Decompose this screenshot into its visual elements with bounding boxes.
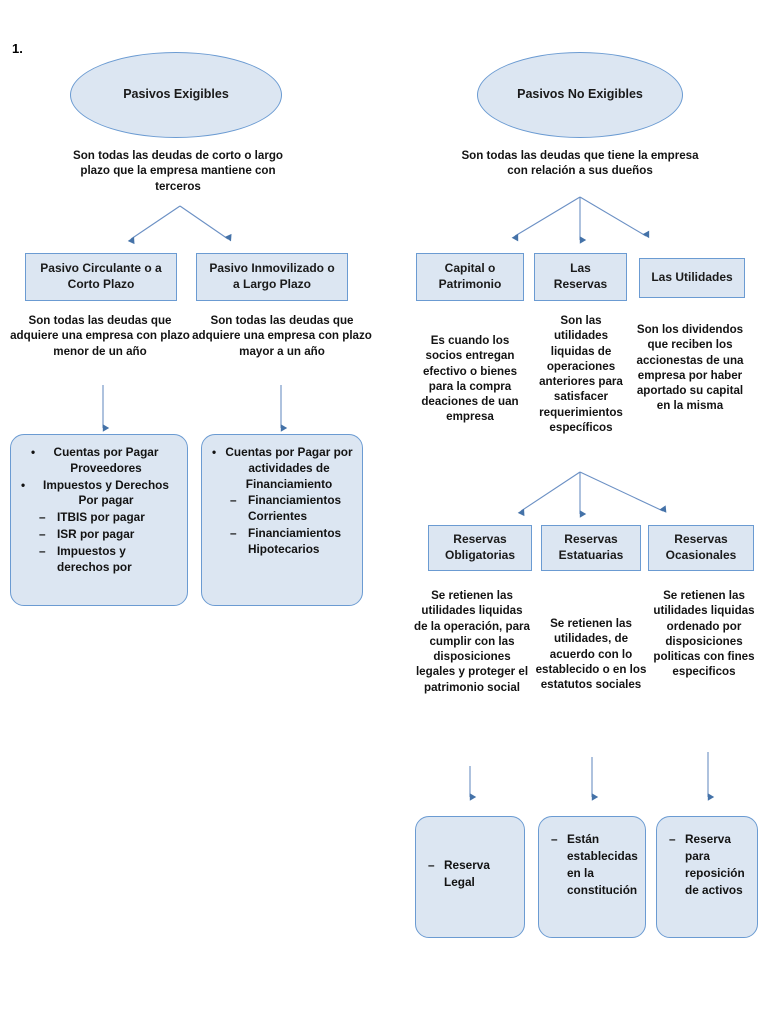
list-item: Impuestos y derechos por [19,544,179,576]
list-item: Reserva [665,831,749,848]
arrow-reservas-to-obligatorias [517,471,581,517]
node-reservas-obligatorias-label: Reservas Obligatorias [444,532,515,562]
caption-reservas-obligatorias: Se retienen las utilidades liquidas de l… [414,589,530,694]
node-pasivo-inmovilizado[interactable]: Pasivo Inmovilizado o a Largo Plazo [196,253,348,301]
outcome-box-establecidas-constitucion[interactable]: Están establecidas en la constitución [538,816,646,938]
list-item: para reposición de activos [685,849,745,898]
list-item: Legal [444,875,475,890]
outcome-list-reserva-legal: Reserva Legal [416,817,524,897]
caption-pasivos-exigibles: Son todas las deudas de corto o largo pl… [72,149,283,193]
details-list-circulante: Cuentas por Pagar Proveedores Impuestos … [11,435,187,582]
node-reservas-obligatorias[interactable]: Reservas Obligatorias [428,525,532,571]
node-pasivo-circulante-label: Pasivo Circulante o a Corto Plazo [40,261,162,291]
node-reservas-estatuarias-label: Reservas Estatuarias [558,532,624,562]
caption-las-reservas: Son las utilidades liquidas de operacion… [539,314,623,435]
node-las-utilidades[interactable]: Las Utilidades [639,258,745,298]
caption-reservas-ocasionales: Se retienen las utilidades liquidas orde… [653,589,755,679]
arrow-right-root-to-utilidades [579,196,650,239]
caption-capital-patrimonio: Es cuando los socios entregan efectivo o… [421,334,519,424]
caption-pasivo-inmovilizado: Son todas las deudas que adquiere una em… [192,314,372,358]
caption-pasivos-no-exigibles: Son todas las deudas que tiene la empres… [461,149,699,178]
node-pasivos-no-exigibles[interactable]: Pasivos No Exigibles [477,52,683,138]
arrow-left-root-to-inmovilizado [179,205,232,242]
node-reservas-ocasionales[interactable]: Reservas Ocasionales [648,525,754,571]
details-list-inmovilizado: Cuentas por Pagar por actividades de Fin… [202,435,362,565]
list-item: Cuentas por Pagar Proveedores [19,445,179,477]
list-item: Financiamientos Hipotecarios [210,526,354,558]
arrow-reservas-to-ocasionales [579,471,667,513]
node-pasivos-exigibles[interactable]: Pasivos Exigibles [70,52,282,138]
list-item: ITBIS por pagar [19,510,179,526]
caption-reservas-estatuarias: Se retienen las utilidades, de acuerdo c… [535,617,647,692]
outcome-list-establecidas: Están establecidas en la constitución [539,817,645,905]
node-pasivos-no-exigibles-label: Pasivos No Exigibles [517,87,643,102]
list-item: Cuentas por Pagar por actividades de Fin… [210,445,354,492]
details-box-inmovilizado[interactable]: Cuentas por Pagar por actividades de Fin… [201,434,363,606]
arrow-left-root-to-circulante [127,205,181,245]
node-reservas-ocasionales-label: Reservas Ocasionales [665,532,737,562]
caption-las-utilidades: Son los dividendos que reciben los accio… [636,323,744,413]
node-pasivo-circulante[interactable]: Pasivo Circulante o a Corto Plazo [25,253,177,301]
node-pasivos-exigibles-label: Pasivos Exigibles [123,87,229,102]
node-reservas-estatuarias[interactable]: Reservas Estatuarias [541,525,641,571]
caption-pasivo-circulante: Son todas las deudas que adquiere una em… [10,314,190,358]
item-number: 1. [12,41,23,56]
list-item: Reserva [424,857,516,874]
list-item: Impuestos y Derechos Por pagar [19,478,179,510]
details-box-circulante[interactable]: Cuentas por Pagar Proveedores Impuestos … [10,434,188,606]
node-las-utilidades-label: Las Utilidades [651,270,733,285]
list-item: Financiamientos Corrientes [210,493,354,525]
node-las-reservas[interactable]: Las Reservas [534,253,627,301]
outcome-box-reposicion-activos[interactable]: Reserva para reposición de activos [656,816,758,938]
list-item: Están [547,831,637,848]
outcome-box-reserva-legal[interactable]: Reserva Legal [415,816,525,938]
list-item: establecidas en la constitución [567,849,638,898]
node-las-reservas-label: Las Reservas [553,261,608,291]
node-capital-patrimonio[interactable]: Capital o Patrimonio [416,253,524,301]
node-capital-patrimonio-label: Capital o Patrimonio [438,261,502,291]
list-item: ISR por pagar [19,527,179,543]
arrow-right-root-to-capital [511,196,581,242]
node-pasivo-inmovilizado-label: Pasivo Inmovilizado o a Largo Plazo [209,261,335,291]
outcome-list-reposicion: Reserva para reposición de activos [657,817,757,905]
